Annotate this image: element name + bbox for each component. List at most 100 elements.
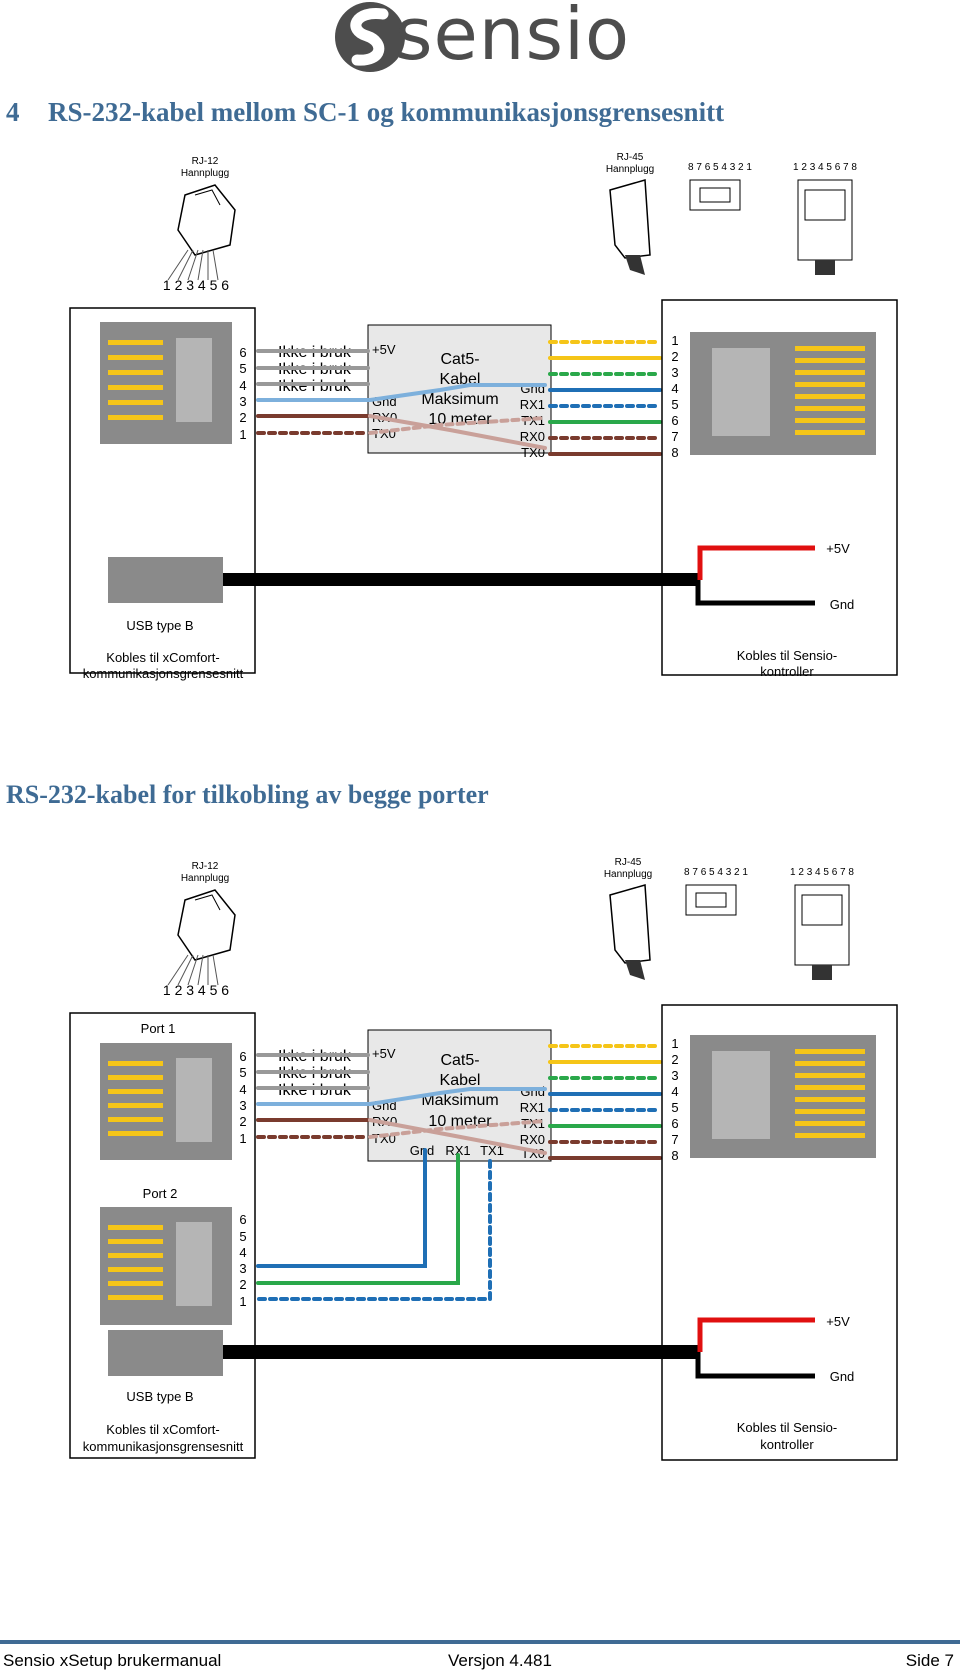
rj45-pins-reverse: 8 7 6 5 4 3 2 1 — [684, 867, 748, 878]
wiring-diagram-2: RJ-12 Hannplugg 1 2 3 4 5 6 RJ-45 Hannpl… — [69, 857, 898, 1461]
connect-label: kommunikasjonsgrensesnitt — [83, 1439, 244, 1454]
rj12-plug-icon: RJ-12 Hannplugg 1 2 3 4 5 6 — [163, 156, 236, 293]
signal-label: RX0 — [520, 429, 545, 444]
connect-label: Kobles til Sensio- — [737, 1420, 837, 1435]
pin-label: 5 — [239, 361, 246, 376]
pin-label: 2 — [671, 1052, 678, 1067]
pin-label: 2 — [239, 410, 246, 425]
pin-label: 4 — [239, 1245, 246, 1260]
port1-label: Port 1 — [141, 1021, 176, 1036]
rj45-pins: 1 2 3 4 5 6 7 8 — [793, 162, 857, 173]
rj45-sublabel: Hannplugg — [606, 164, 654, 175]
unused-label: Ikke i bruk — [278, 378, 352, 395]
rj45-plug-icon: RJ-45 Hannplugg 8 7 6 5 4 3 2 1 1 2 3 4 … — [604, 857, 854, 980]
pin-label: 7 — [671, 1132, 678, 1147]
subsection-heading: RS-232-kabel for tilkobling av begge por… — [6, 780, 489, 809]
footer-version: Versjon 4.481 — [448, 1651, 552, 1670]
cable-label: Cat5- — [440, 1052, 479, 1069]
pin-label: 3 — [239, 394, 246, 409]
section-number: 4 — [6, 97, 20, 127]
section-heading: 4 RS-232-kabel mellom SC-1 og kommunikasj… — [6, 97, 724, 128]
connect-label: kontroller — [760, 664, 814, 679]
pin-label: 1 — [671, 333, 678, 348]
pin-label: 5 — [239, 1065, 246, 1080]
gnd-wire — [695, 580, 815, 606]
rj12-sublabel: Hannplugg — [181, 168, 229, 179]
cable-label: Maksimum — [421, 1092, 498, 1109]
signal-label: RX1 — [520, 1100, 545, 1115]
pin-label: 6 — [239, 1212, 246, 1227]
plus5v-label: +5V — [826, 541, 850, 556]
rj12-pins: 1 2 3 4 5 6 — [163, 277, 229, 293]
pin-label: 4 — [671, 1084, 678, 1099]
signal-label: RX1 — [520, 397, 545, 412]
pin-label: 2 — [671, 349, 678, 364]
port2-label: Port 2 — [143, 1186, 178, 1201]
signal-label: Gnd — [410, 1143, 435, 1158]
usb-label: USB type B — [126, 1389, 193, 1404]
pin-label: 3 — [671, 365, 678, 380]
pin-label: 6 — [671, 413, 678, 428]
connect-label: kommunikasjonsgrensesnitt — [83, 666, 244, 681]
footer-divider — [0, 1640, 960, 1644]
pin-label: 1 — [671, 1036, 678, 1051]
pin-label: 1 — [239, 427, 246, 442]
pin-label: 6 — [671, 1116, 678, 1131]
signal-label: TX1 — [480, 1143, 504, 1158]
rj45-plug-icon: RJ-45 Hannplugg 8 7 6 5 4 3 2 1 1 2 3 4 … — [606, 152, 857, 275]
pin-label: 2 — [239, 1114, 246, 1129]
section-title: RS-232-kabel mellom SC-1 og kommunikasjo… — [48, 97, 725, 127]
connect-label: Kobles til xComfort- — [106, 650, 219, 665]
plus5v-label: +5V — [826, 1314, 850, 1329]
rj45-label: RJ-45 — [615, 857, 642, 868]
logo-text: sensio — [395, 0, 631, 76]
gnd-label: Gnd — [830, 1369, 855, 1384]
rj45-pins: 1 2 3 4 5 6 7 8 — [790, 867, 854, 878]
signal-label: RX0 — [520, 1132, 545, 1147]
rj45-sublabel: Hannplugg — [604, 869, 652, 880]
signal-label: TX0 — [372, 426, 396, 441]
signal-label: +5V — [372, 1046, 396, 1061]
cable-label: 10 meter — [428, 411, 492, 428]
usb-b-connector — [108, 1330, 223, 1376]
footer-page-number: Side 7 — [905, 1651, 954, 1670]
signal-label: RX1 — [445, 1143, 470, 1158]
sensio-logo-icon — [335, 2, 405, 72]
pin-label: 8 — [671, 1148, 678, 1163]
pin-label: 3 — [239, 1261, 246, 1276]
plus5v-wire — [697, 1317, 815, 1352]
port1-socket — [100, 1043, 232, 1160]
unused-label: Ikke i bruk — [278, 1082, 352, 1099]
usb-b-connector — [108, 557, 223, 603]
pin-label: 1 — [239, 1294, 246, 1309]
sensio-logo — [325, 0, 645, 75]
rj45-label: RJ-45 — [617, 152, 644, 163]
footer-manual-title: Sensio xSetup brukermanual — [3, 1651, 222, 1670]
usb-label: USB type B — [126, 618, 193, 633]
pin-label: 6 — [239, 345, 246, 360]
usb-cable — [223, 573, 698, 586]
cable-label: Maksimum — [421, 391, 498, 408]
connect-label: kontroller — [760, 1437, 814, 1452]
rj45-pins-reverse: 8 7 6 5 4 3 2 1 — [688, 162, 752, 173]
cable-label: Cat5- — [440, 351, 479, 368]
pin-label: 3 — [671, 1068, 678, 1083]
rj12-label: RJ-12 — [192, 156, 219, 167]
pin-label: 3 — [239, 1098, 246, 1113]
wiring-diagram-1: RJ-12 Hannplugg 1 2 3 4 5 6 RJ-45 Hannpl… — [69, 152, 898, 681]
pin-label: 5 — [239, 1229, 246, 1244]
signal-label: +5V — [372, 342, 396, 357]
pin-label: 4 — [239, 378, 246, 393]
rj12-pins: 1 2 3 4 5 6 — [163, 982, 229, 998]
rj12-label: RJ-12 — [192, 861, 219, 872]
cable-label: Kabel — [440, 1072, 481, 1089]
gnd-label: Gnd — [830, 597, 855, 612]
pin-label: 6 — [239, 1049, 246, 1064]
port2-socket — [100, 1207, 232, 1325]
pin-label: 5 — [671, 1100, 678, 1115]
cable-box — [367, 1029, 552, 1162]
pin-label: 1 — [239, 1131, 246, 1146]
pin-label: 4 — [671, 381, 678, 396]
connect-label: Kobles til xComfort- — [106, 1422, 219, 1437]
pin-label: 2 — [239, 1277, 246, 1292]
